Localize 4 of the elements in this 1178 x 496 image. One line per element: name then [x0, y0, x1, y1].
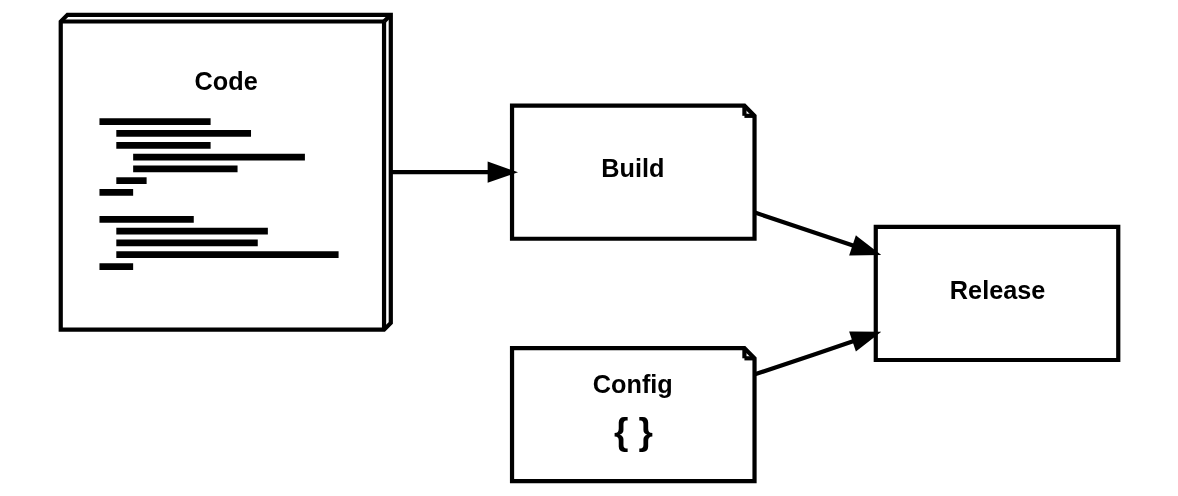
- arrow: [753, 210, 881, 256]
- arrow: [390, 161, 518, 183]
- arrow: [753, 331, 881, 377]
- node-box: Release: [873, 224, 1120, 363]
